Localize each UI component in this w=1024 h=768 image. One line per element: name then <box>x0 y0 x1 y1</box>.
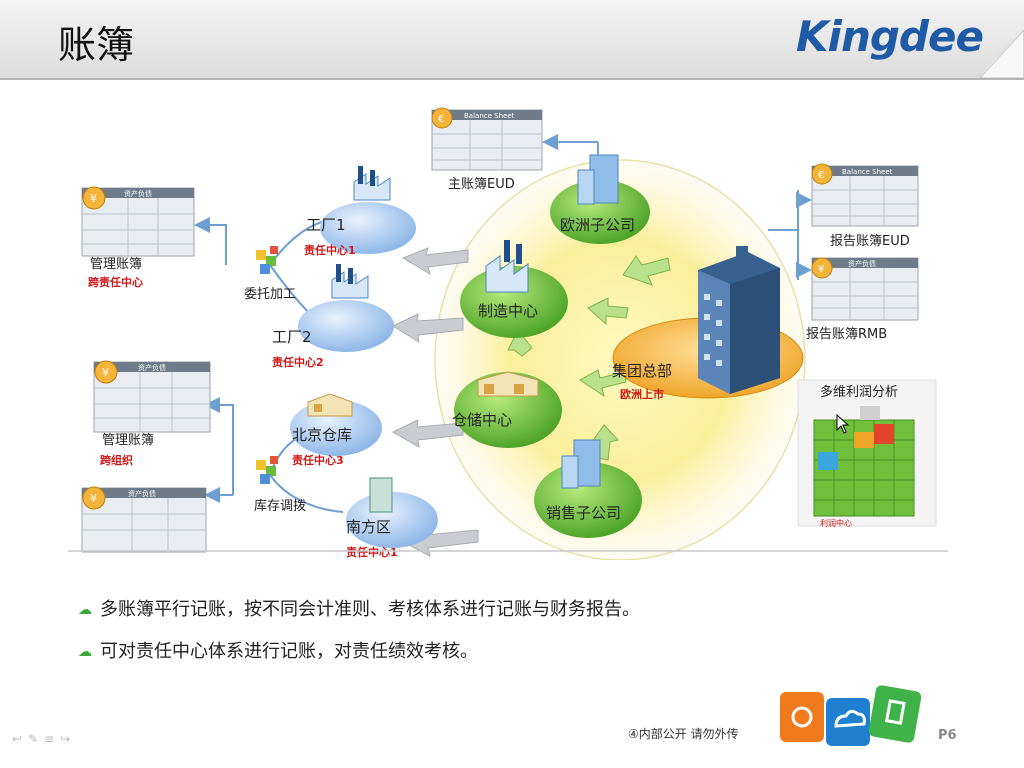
hq-sublabel: 欧洲上市 <box>620 387 664 401</box>
mgmt2-sublabel: 跨组织 <box>100 453 133 467</box>
node-warehouse-label: 仓储中心 <box>452 411 512 429</box>
nanfang-sublabel: 责任中心1 <box>346 545 398 559</box>
bullet-item: ☁ 可对责任中心体系进行记账，对责任绩效考核。 <box>78 637 478 663</box>
yuan-coin-icon <box>811 257 833 279</box>
euro-symbol: € <box>438 114 444 125</box>
main-eud-label: 主账簿EUD <box>448 177 515 192</box>
yuan-symbol: ¥ <box>818 264 824 275</box>
bullet-text: 可对责任中心体系进行记账，对责任绩效考核。 <box>100 641 478 662</box>
sheet-mgmt2[interactable]: 资产负债 ¥ <box>93 360 211 433</box>
next-slide-icon[interactable]: ↪ <box>60 732 77 746</box>
beijing-label: 北京仓库 <box>292 426 352 444</box>
beijing-sublabel: 责任中心3 <box>292 453 344 467</box>
analysis-title: 多维利润分析 <box>820 384 898 400</box>
sheet-report-eud[interactable]: Balance Sheet € <box>811 163 919 227</box>
node-factory2[interactable] <box>298 264 394 352</box>
factory-icon <box>331 264 369 299</box>
profit-analysis-panel[interactable]: 多维利润分析 利润中心 <box>797 379 937 528</box>
yuan-coin-icon <box>94 360 118 384</box>
pen-icon[interactable]: ✎ <box>28 732 45 746</box>
kucun-label: 库存调拨 <box>254 498 306 514</box>
sheet-bottom-header: 资产负债 <box>128 489 156 498</box>
euro-coin-icon <box>431 107 453 129</box>
kingdee-cubes-decoration <box>780 685 922 746</box>
slide-header: 账簿 Kingdee <box>0 0 1024 80</box>
office-building-icon <box>369 477 393 513</box>
kingdee-logo: Kingdee <box>796 12 984 61</box>
factory2-sublabel: 责任中心2 <box>272 355 324 369</box>
prev-slide-icon[interactable]: ↩ <box>12 732 29 746</box>
sheet-report-rmb-header: 资产负债 <box>848 259 876 268</box>
office-building-icon <box>561 439 601 489</box>
page-number: P6 <box>938 728 957 743</box>
hq-label: 集团总部 <box>612 362 672 380</box>
page-curl-decoration <box>979 30 1024 78</box>
bullet-item: ☁ 多账簿平行记账，按不同会计准则、考核体系进行记账与财务报告。 <box>78 595 640 621</box>
yuan-symbol: ¥ <box>102 366 109 379</box>
report-rmb-label: 报告账簿RMB <box>806 327 887 342</box>
process-kucun-icon <box>256 456 278 484</box>
mgmt1-label: 管理账簿 <box>90 257 142 272</box>
flow-arrows <box>391 247 479 557</box>
sheet-mgmt1-header: 资产负债 <box>124 189 152 198</box>
confidential-footnote: ④内部公开 请勿外传 <box>628 727 739 741</box>
ledger-diagram: 集团总部 欧洲上市 欧洲子公司 制造中心 <box>68 107 948 560</box>
slide-title: 账簿 <box>58 23 135 67</box>
node-europe[interactable]: 欧洲子公司 <box>550 154 650 244</box>
bullet-text: 多账簿平行记账，按不同会计准则、考核体系进行记账与财务报告。 <box>100 599 640 620</box>
slideshow-controls[interactable]: ↩✎≡↪ <box>12 732 76 746</box>
slide-content: 集团总部 欧洲上市 欧洲子公司 制造中心 <box>8 80 1016 760</box>
report-eud-label: 报告账簿EUD <box>830 234 910 249</box>
cube-label: 利润中心 <box>820 518 852 528</box>
sheet-report-eud-header: Balance Sheet <box>842 168 893 176</box>
factory-icon <box>485 240 529 293</box>
node-sales[interactable]: 销售子公司 <box>534 439 642 538</box>
factory2-label: 工厂2 <box>272 328 312 346</box>
node-beijing[interactable]: 北京仓库 责任中心3 <box>290 393 382 467</box>
euro-coin-icon <box>811 163 833 185</box>
sheet-mgmt2-header: 资产负债 <box>138 363 166 372</box>
menu-icon[interactable]: ≡ <box>44 732 61 746</box>
yuan-symbol: ¥ <box>90 192 97 205</box>
node-manufacturing-label: 制造中心 <box>478 302 538 320</box>
mgmt2-label: 管理账簿 <box>102 433 154 448</box>
node-nanfang[interactable]: 南方区 责任中心1 <box>346 477 438 559</box>
internal-arrows <box>507 255 671 461</box>
sheet-bottom-left[interactable]: 资产负债 ¥ <box>81 486 207 553</box>
euro-symbol: € <box>818 170 824 181</box>
node-manufacturing[interactable]: 制造中心 <box>460 240 568 338</box>
process-weituo-icon <box>256 246 278 274</box>
sheet-mgmt1[interactable]: 资产负债 ¥ <box>81 186 195 257</box>
sheet-main-header: Balance Sheet <box>464 112 515 120</box>
mgmt1-sublabel: 跨责任中心 <box>88 275 143 289</box>
bullet-cloud-icon: ☁ <box>78 644 92 660</box>
node-factory1[interactable] <box>320 166 416 254</box>
warehouse-icon <box>307 393 353 417</box>
factory1-sublabel: 责任中心1 <box>304 243 356 257</box>
sheet-main-eud[interactable]: Balance Sheet € <box>431 107 543 171</box>
factory1-label: 工厂1 <box>306 216 346 234</box>
node-sales-label: 销售子公司 <box>546 504 621 522</box>
yuan-coin-icon <box>82 486 106 510</box>
node-warehouse[interactable]: 仓储中心 <box>452 371 562 448</box>
yuan-coin-icon <box>82 186 106 210</box>
mouse-cursor-icon <box>836 414 850 434</box>
weituo-label: 委托加工 <box>244 287 296 302</box>
warehouse-icon <box>477 371 539 397</box>
data-cube-icon <box>813 406 915 517</box>
yuan-symbol: ¥ <box>90 492 97 505</box>
factory-icon <box>353 166 391 201</box>
node-europe-label: 欧洲子公司 <box>560 216 635 234</box>
nanfang-label: 南方区 <box>346 518 391 536</box>
bullet-cloud-icon: ☁ <box>78 602 92 618</box>
hq-building <box>698 246 780 394</box>
sheet-report-rmb[interactable]: 资产负债 ¥ <box>811 257 919 321</box>
office-building-icon <box>577 154 619 205</box>
